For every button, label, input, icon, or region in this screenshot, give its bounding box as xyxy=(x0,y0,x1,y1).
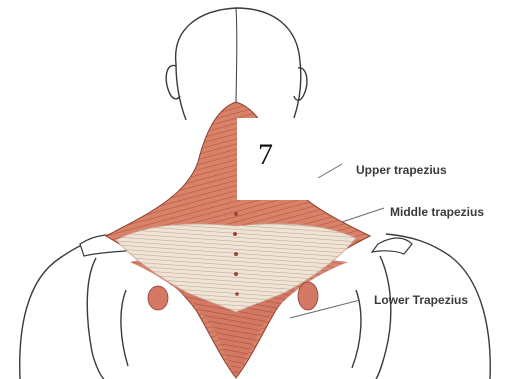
label-lower-trapezius: Lower Trapezius xyxy=(374,293,468,307)
right-shoulder-knob xyxy=(298,282,318,310)
left-shoulder-knob xyxy=(148,286,168,310)
label-middle-trapezius: Middle trapezius xyxy=(390,205,484,219)
label-upper-trapezius: Upper trapezius xyxy=(356,163,447,177)
figure-number: 7 xyxy=(258,138,273,172)
figure-number-box xyxy=(237,118,311,200)
